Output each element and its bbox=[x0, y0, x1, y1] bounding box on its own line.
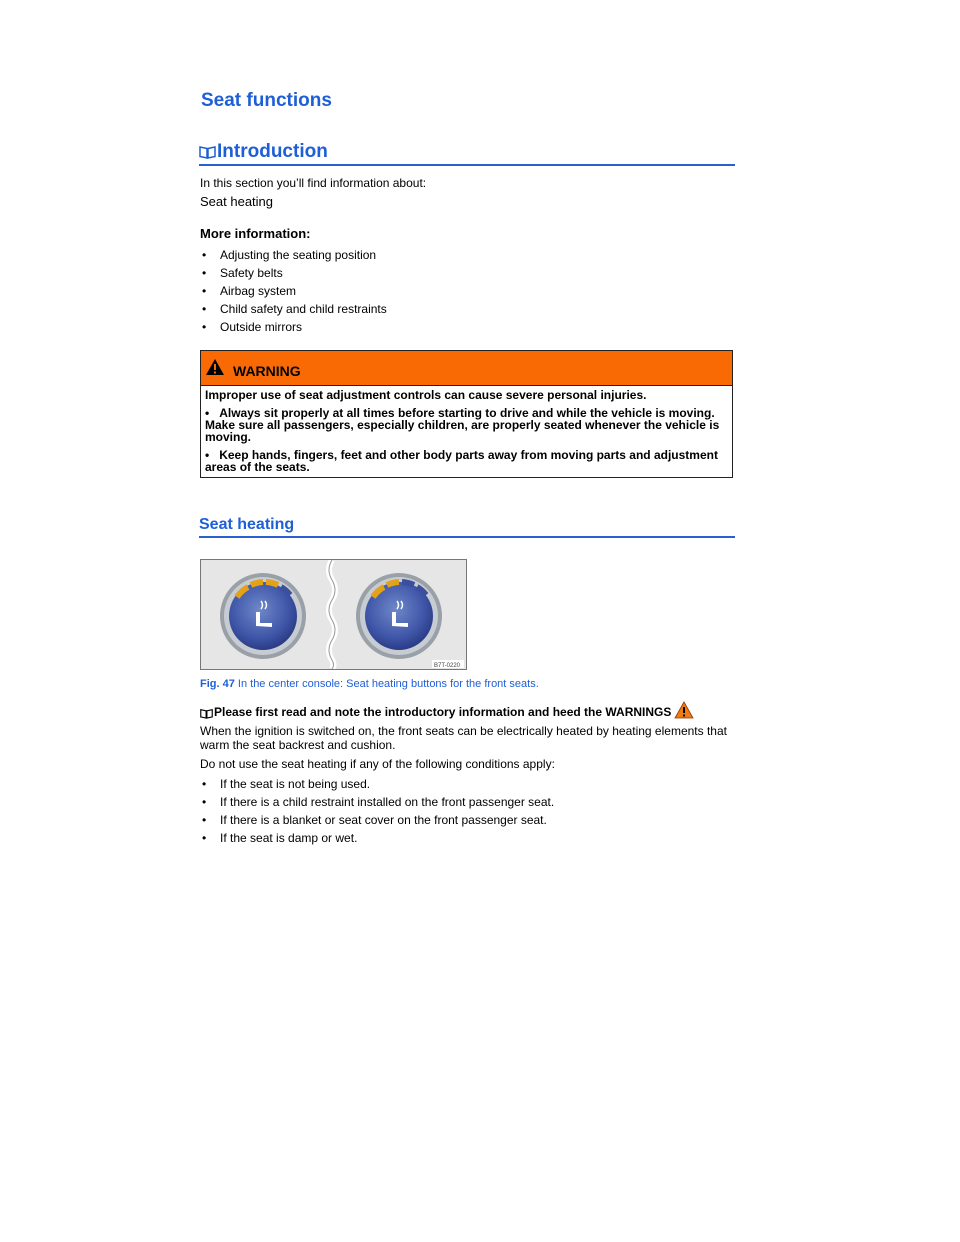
warning-header: WARNING bbox=[201, 351, 732, 386]
bullet-icon: • bbox=[202, 320, 207, 334]
warning-item: • Always sit properly at all times befor… bbox=[205, 406, 720, 444]
figure-code: B7T-0220 bbox=[434, 663, 461, 669]
bullet-icon: • bbox=[202, 795, 207, 809]
intro-lead: In this section you’ll find information … bbox=[200, 176, 427, 190]
seat-heating-figure: B7T-0220 bbox=[200, 559, 467, 670]
introduction-heading-text: Introduction bbox=[217, 141, 328, 162]
bullet-icon: • bbox=[202, 248, 207, 262]
bullet-icon: • bbox=[202, 831, 207, 845]
list-item[interactable]: •Adjusting the seating position bbox=[202, 248, 377, 262]
warning-box: WARNING Improper use of seat adjustment … bbox=[200, 350, 733, 478]
bullet-icon: • bbox=[202, 266, 207, 280]
seat-heating-buttons-illustration: B7T-0220 bbox=[201, 560, 466, 669]
right-seat-heating-button bbox=[356, 573, 442, 659]
bullet-icon: • bbox=[202, 284, 207, 298]
list-item: •If the seat is not being used. bbox=[202, 777, 371, 791]
intro-topic[interactable]: Seat heating bbox=[200, 194, 274, 209]
page-title: Seat functions bbox=[201, 90, 332, 111]
intro-note: Please first read and note the introduct… bbox=[200, 701, 695, 719]
seat-icon bbox=[392, 612, 408, 627]
bullet-icon: • bbox=[205, 406, 220, 420]
book-icon[interactable] bbox=[200, 708, 213, 719]
introduction-heading: Introduction bbox=[199, 141, 735, 166]
seat-heating-para1: When the ignition is switched on, the fr… bbox=[200, 724, 727, 752]
list-item[interactable]: •Airbag system bbox=[202, 284, 297, 298]
more-info-list: •Adjusting the seating position •Safety … bbox=[202, 248, 387, 334]
warning-body: Improper use of seat adjustment controls… bbox=[201, 386, 732, 473]
caption-label: Fig. 47 bbox=[200, 678, 235, 690]
seat-heating-heading: Seat heating bbox=[199, 516, 735, 538]
warning-icon[interactable] bbox=[674, 701, 695, 719]
note-text: Please first read and note the introduct… bbox=[214, 705, 672, 719]
warning-lead: Improper use of seat adjustment controls… bbox=[205, 388, 647, 402]
bullet-icon: • bbox=[202, 813, 207, 827]
list-item: •If there is a child restraint installed… bbox=[202, 795, 555, 809]
list-item[interactable]: •Child safety and child restraints bbox=[202, 302, 387, 316]
warning-item: • Keep hands, fingers, feet and other bo… bbox=[205, 448, 718, 474]
warning-icon bbox=[206, 359, 224, 375]
list-item[interactable]: •Safety belts bbox=[202, 266, 283, 280]
book-icon bbox=[199, 146, 216, 159]
seat-icon bbox=[256, 612, 272, 627]
bullet-icon: • bbox=[202, 777, 207, 791]
bullet-icon: • bbox=[202, 302, 207, 316]
list-item: •If the seat is damp or wet. bbox=[202, 831, 358, 845]
left-seat-heating-button bbox=[220, 573, 306, 659]
figure-caption: Fig. 47 In the center console: Seat heat… bbox=[200, 678, 539, 690]
list-item[interactable]: •Outside mirrors bbox=[202, 320, 303, 334]
more-info-label: More information: bbox=[200, 226, 311, 241]
warning-title: WARNING bbox=[233, 363, 301, 379]
list-item: •If there is a blanket or seat cover on … bbox=[202, 813, 547, 827]
seat-heating-para2: Do not use the seat heating if any of th… bbox=[200, 757, 555, 771]
caption-text: In the center console: Seat heating butt… bbox=[237, 678, 539, 690]
conditions-list: •If the seat is not being used. •If ther… bbox=[202, 777, 554, 845]
bullet-icon: • bbox=[205, 448, 220, 462]
